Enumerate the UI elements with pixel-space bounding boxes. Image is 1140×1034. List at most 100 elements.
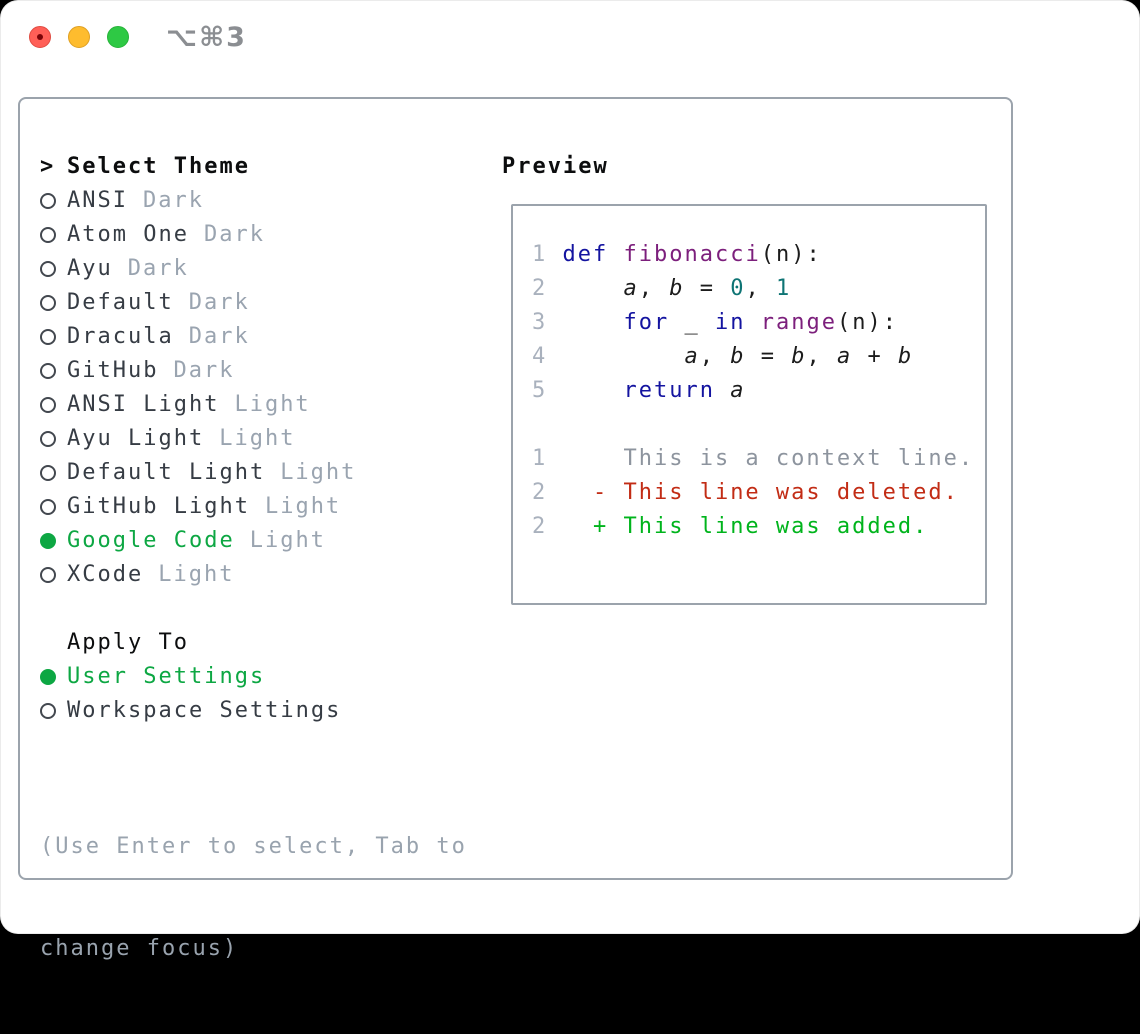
theme-name-label: GitHub Light: [67, 494, 250, 519]
theme-name-label: XCode: [67, 562, 144, 587]
spacer: [40, 592, 490, 626]
theme-name-label: GitHub: [67, 358, 159, 383]
code-token: b: [897, 344, 914, 369]
code-token: ,: [699, 344, 731, 369]
code-token: =: [684, 276, 731, 301]
theme-name-label: Dracula: [67, 324, 174, 349]
code-token: 0: [730, 276, 746, 301]
theme-variant-label: Dark: [173, 358, 235, 383]
theme-option-ansi-light[interactable]: ANSI Light Light: [40, 388, 490, 422]
close-button[interactable]: [29, 26, 51, 48]
code-token: [745, 310, 760, 335]
theme-variant-label: Light: [249, 528, 326, 553]
blank-line: [532, 408, 985, 442]
radio-icon: [40, 261, 56, 277]
radio-selected-icon: [40, 669, 56, 685]
code-token: in: [714, 310, 746, 335]
theme-variant-label: Light: [280, 460, 357, 485]
help-line-2: change focus): [40, 936, 239, 961]
line-number: 1: [532, 242, 563, 267]
theme-option-default-light[interactable]: Default Light Light: [40, 456, 490, 490]
code-line: 4 a, b = b, a + b: [532, 340, 985, 374]
code-token: (n):: [836, 310, 898, 335]
radio-icon: [40, 295, 56, 311]
theme-option-google-code[interactable]: Google Code Light: [40, 524, 490, 558]
theme-name-label: ANSI Light: [67, 392, 220, 417]
line-number: 5: [532, 378, 563, 403]
help-text: (Use Enter to select, Tab to change focu…: [40, 762, 490, 1034]
theme-variant-label: Light: [219, 426, 296, 451]
code-token: a: [684, 344, 700, 369]
line-number: 1: [532, 446, 593, 471]
diff-text: This is a context line.: [592, 446, 975, 471]
theme-name-label: Atom One: [67, 222, 189, 247]
theme-option-atom-one[interactable]: Atom One Dark: [40, 218, 490, 252]
code-token: def: [562, 242, 624, 267]
line-number: 4: [532, 344, 563, 369]
diff-preview: 1 This is a context line.2 - This line w…: [532, 442, 985, 544]
code-token: +: [852, 344, 898, 369]
apply-option-user-settings[interactable]: User Settings: [40, 660, 490, 694]
code-token: a: [730, 378, 746, 403]
theme-option-ayu-light[interactable]: Ayu Light Light: [40, 422, 490, 456]
theme-option-github-light[interactable]: GitHub Light Light: [40, 490, 490, 524]
code-token: [563, 310, 624, 335]
code-token: [563, 276, 624, 301]
radio-icon: [40, 499, 56, 515]
diff-line-deleted: 2 - This line was deleted.: [532, 476, 985, 510]
theme-name-label: Google Code: [67, 528, 235, 553]
code-line: 3 for _ in range(n):: [532, 306, 985, 340]
line-number: 2: [532, 514, 593, 539]
theme-option-default[interactable]: Default Dark: [40, 286, 490, 320]
code-token: (n):: [760, 242, 822, 267]
code-token: [563, 344, 685, 369]
code-token: [715, 378, 730, 403]
code-line: 2 a, b = 0, 1: [532, 272, 985, 306]
theme-variant-label: Dark: [203, 222, 265, 247]
code-token: a: [623, 276, 639, 301]
diff-line-added: 2 + This line was added.: [532, 510, 985, 544]
theme-name-label: Default: [67, 290, 174, 315]
theme-name-label: ANSI: [67, 188, 128, 213]
theme-variant-label: Dark: [188, 290, 250, 315]
diff-text: + This line was added.: [592, 514, 929, 539]
diff-line-context: 1 This is a context line.: [532, 442, 985, 476]
theme-option-ansi[interactable]: ANSI Dark: [40, 184, 490, 218]
code-token: range: [760, 310, 837, 335]
minimize-button[interactable]: [68, 26, 90, 48]
code-token: b: [669, 276, 685, 301]
theme-variant-label: Light: [234, 392, 311, 417]
code-line: 5 return a: [532, 374, 985, 408]
cursor-chevron-icon: >: [40, 154, 56, 179]
code-token: ,: [638, 276, 670, 301]
radio-icon: [40, 329, 56, 345]
theme-option-dracula[interactable]: Dracula Dark: [40, 320, 490, 354]
titlebar: ⌥⌘3: [0, 0, 1140, 74]
radio-icon: [40, 567, 56, 583]
code-token: b: [791, 344, 807, 369]
zoom-button[interactable]: [107, 26, 129, 48]
code-token: ,: [806, 344, 837, 369]
theme-name-label: Default Light: [67, 460, 266, 485]
select-theme-title: Select Theme: [67, 154, 250, 179]
code-token: a: [836, 344, 853, 369]
theme-variant-label: Dark: [188, 324, 250, 349]
radio-selected-icon: [40, 533, 56, 549]
theme-variant-label: Light: [264, 494, 342, 519]
apply-option-workspace-settings[interactable]: Workspace Settings: [40, 694, 490, 728]
theme-option-github[interactable]: GitHub Dark: [40, 354, 490, 388]
apply-option-label: User Settings: [67, 664, 266, 689]
code-token: [563, 378, 624, 403]
line-number: 2: [532, 276, 563, 301]
theme-variant-label: Dark: [142, 188, 204, 213]
theme-name-label: Ayu Light: [67, 426, 205, 451]
code-token: ,: [745, 276, 776, 301]
radio-icon: [40, 193, 56, 209]
